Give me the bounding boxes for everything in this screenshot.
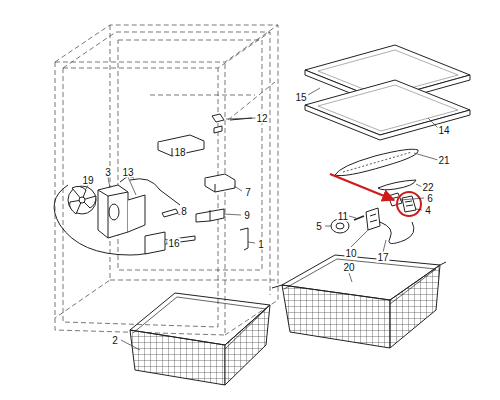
cabinet-outline	[55, 25, 278, 335]
callout-number: 15	[294, 92, 307, 103]
control-parts	[212, 114, 224, 122]
leader-line	[234, 186, 242, 191]
leader-line	[108, 177, 110, 188]
shelf-trim	[378, 180, 416, 190]
leader-line	[351, 230, 368, 247]
wire-basket	[133, 297, 266, 349]
callout-number: 6	[426, 193, 434, 204]
callout-number: 22	[421, 182, 434, 193]
fan-assembly	[109, 204, 119, 220]
wire-basket	[130, 330, 225, 385]
leader-line	[349, 273, 352, 282]
fan-assembly	[54, 176, 180, 255]
shelf-trim	[343, 152, 412, 172]
cabinet-outline	[55, 62, 225, 335]
bracket-part	[145, 232, 165, 254]
callout-number: 17	[376, 252, 389, 263]
leader-line	[86, 88, 438, 350]
control-parts	[158, 114, 252, 250]
callout-number: 1	[257, 239, 265, 250]
callout-number: 5	[315, 221, 323, 232]
control-parts	[196, 209, 224, 222]
callout-number: 10	[344, 248, 357, 259]
callout-number: 2	[111, 335, 119, 346]
wire-basket	[272, 255, 446, 348]
leader-line	[416, 209, 422, 210]
switch-part	[402, 196, 416, 212]
wire-basket	[130, 293, 270, 385]
fan-assembly	[128, 195, 145, 232]
wire-basket	[390, 265, 440, 348]
leader-line	[224, 214, 241, 215]
callout-number: 18	[173, 147, 186, 158]
cabinet-outline	[63, 68, 218, 327]
leader-line	[248, 242, 255, 243]
wire-basket	[282, 285, 390, 348]
cabinet-outline	[63, 32, 270, 295]
leader-line	[400, 198, 424, 200]
fan-assembly	[98, 190, 128, 238]
shelf-trim	[335, 149, 418, 190]
wire-basket	[272, 262, 446, 288]
control-parts	[205, 178, 235, 192]
leader-line	[325, 226, 331, 227]
callout-number: 9	[243, 210, 251, 221]
callout-number: 20	[342, 262, 355, 273]
glass-shelf	[305, 45, 470, 140]
fan-assembly	[68, 186, 96, 214]
callout-number: 12	[255, 113, 268, 124]
cabinet-outline	[150, 95, 255, 96]
callout-number: 16	[167, 238, 180, 249]
glass-shelf	[305, 80, 470, 135]
thermostat-parts	[370, 214, 377, 222]
thermostat-parts	[366, 208, 380, 230]
leader-line	[121, 340, 140, 350]
highlight-arrow	[330, 174, 394, 200]
leader-line	[349, 216, 356, 218]
fan-assembly	[70, 186, 96, 214]
control-parts	[240, 228, 248, 250]
leader-line	[128, 177, 136, 195]
leader-line	[86, 185, 88, 189]
switch-part	[388, 193, 416, 212]
cabinet-outline	[118, 40, 262, 270]
cabinet-outline	[110, 280, 278, 281]
thermostat-parts	[336, 223, 344, 229]
callout-number: 21	[437, 155, 450, 166]
highlight-circle	[397, 192, 421, 216]
callout-number: 4	[424, 205, 432, 216]
callout-number: 14	[437, 125, 450, 136]
callout-number: 19	[81, 175, 94, 186]
leader-line	[414, 153, 438, 160]
wire-basket	[130, 293, 270, 345]
switch-part	[405, 201, 413, 206]
control-parts	[162, 209, 178, 217]
callout-number: 13	[121, 167, 134, 178]
callout-number: 7	[244, 187, 252, 198]
leader-line	[308, 88, 320, 95]
thermostat-parts	[380, 222, 414, 244]
thermostat-parts	[331, 208, 414, 244]
cabinet-outline	[55, 25, 278, 62]
callout-number: 8	[180, 206, 188, 217]
callout-number: 11	[337, 211, 349, 222]
callout-number: 3	[104, 167, 112, 178]
wire-basket	[284, 259, 436, 304]
control-parts	[214, 126, 222, 133]
control-parts	[210, 210, 211, 221]
bracket-part	[145, 232, 195, 254]
leader-line	[383, 240, 386, 252]
cabinet-outline	[63, 32, 270, 68]
leader-line	[226, 118, 256, 119]
fan-assembly	[98, 185, 128, 238]
cabinet-outline	[55, 25, 110, 318]
cabinet-outline	[55, 25, 278, 335]
wire-basket	[225, 305, 270, 385]
fan-assembly	[79, 197, 85, 203]
shelf-trim	[335, 149, 418, 175]
